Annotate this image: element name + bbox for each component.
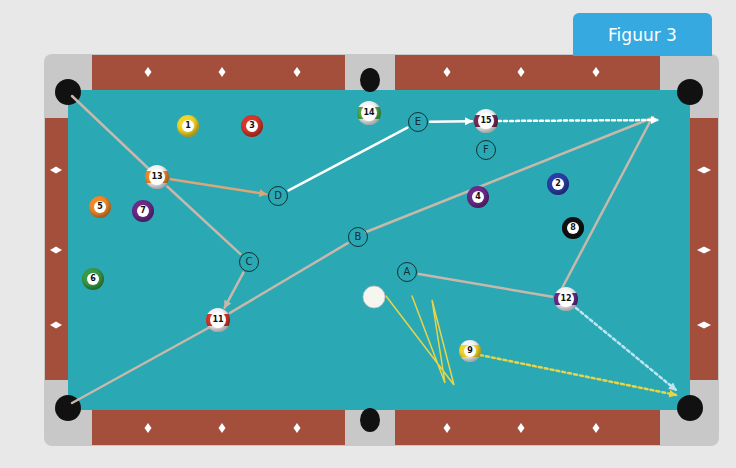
pool-ball: 12 — [554, 287, 578, 311]
callout-letter: E — [415, 117, 421, 127]
pool-ball: 4 — [467, 186, 489, 208]
ball-number: 12 — [558, 291, 574, 307]
pool-ball: 6 — [82, 268, 104, 290]
pool-ball: 3 — [241, 115, 263, 137]
diamond-marker — [50, 67, 711, 433]
point-marker: B — [348, 227, 368, 247]
point-marker: D — [268, 186, 288, 206]
figure-tab: Figuur 3 — [573, 13, 712, 56]
shot-line — [167, 187, 240, 254]
pool-ball: 9 — [459, 340, 481, 362]
ball-number: 11 — [210, 312, 226, 328]
ball-number: 1 — [182, 120, 194, 132]
pool-ball: 11 — [206, 308, 230, 332]
shot-line — [225, 273, 244, 308]
ball-number: 5 — [94, 201, 106, 213]
ball-number: 15 — [478, 113, 494, 129]
shot-line — [289, 128, 408, 191]
figure-title: Figuur 3 — [608, 25, 677, 45]
ball-number: 2 — [552, 178, 564, 190]
callout-letter: B — [355, 232, 362, 242]
callout-letter: D — [274, 191, 282, 201]
ball-number: 7 — [137, 205, 149, 217]
point-marker: E — [408, 112, 428, 132]
pool-ball: 2 — [547, 173, 569, 195]
ball-number: 4 — [472, 191, 484, 203]
callout-letter: A — [404, 267, 411, 277]
callout-letter: C — [246, 257, 253, 267]
pool-ball: 7 — [132, 200, 154, 222]
rail — [45, 55, 718, 445]
point-marker: A — [397, 262, 417, 282]
ball-number: 6 — [87, 273, 99, 285]
pocket — [55, 68, 703, 432]
pool-ball: 1 — [177, 115, 199, 137]
pool-ball: 15 — [474, 109, 498, 133]
table-frame — [44, 54, 719, 446]
pool-ball: 13 — [145, 165, 169, 189]
shot-line — [419, 274, 552, 297]
callout-letter: F — [483, 145, 489, 155]
shot-line — [171, 179, 266, 194]
ball-number: 14 — [361, 105, 377, 121]
cloth — [68, 90, 690, 410]
pool-ball: 14 — [357, 101, 381, 125]
ball-number: 8 — [567, 222, 579, 234]
ball-number: 13 — [149, 169, 165, 185]
point-marker: C — [239, 252, 259, 272]
pool-ball: 5 — [89, 196, 111, 218]
ball-number: 3 — [246, 120, 258, 132]
cue-ball — [363, 286, 385, 308]
shot-line — [430, 120, 472, 123]
point-marker: F — [476, 140, 496, 160]
pool-ball: 8 — [562, 217, 584, 239]
shot-line — [230, 243, 348, 313]
ball-number: 9 — [464, 345, 476, 357]
ball-path — [72, 96, 676, 403]
